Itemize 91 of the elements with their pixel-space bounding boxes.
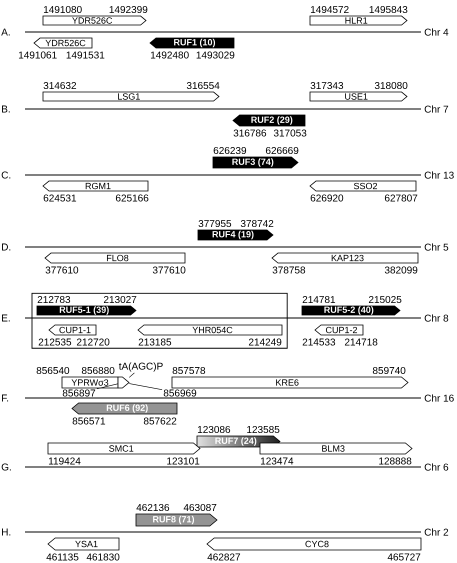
gene-label: tA(AGC)P xyxy=(118,362,163,372)
coordinate-label: 214718 xyxy=(344,338,378,346)
track-letter: C. xyxy=(2,171,10,179)
coordinate-label: 317053 xyxy=(274,129,306,137)
coordinate-label: 462827 xyxy=(207,553,240,561)
leader-line xyxy=(128,372,135,378)
coordinate-label: 378742 xyxy=(240,220,274,228)
coordinate-label: 212535 xyxy=(38,338,72,346)
chromosome-label: Chr 2 xyxy=(424,528,448,536)
coordinate-label: 1493029 xyxy=(196,51,234,59)
gene-feature: RUF5-1 (39) xyxy=(36,306,137,316)
coordinate-label: 626669 xyxy=(266,146,298,154)
coordinate-label: 215025 xyxy=(368,296,402,304)
coordinate-label: 377955 xyxy=(198,220,232,228)
coordinate-label: 856540 xyxy=(36,366,70,374)
coordinate-label: 377610 xyxy=(152,266,186,274)
coordinate-label: 1492399 xyxy=(110,6,148,14)
coordinate-label: 214249 xyxy=(248,338,282,346)
chromosome-label: Chr 8 xyxy=(424,314,448,322)
gene-feature: LSG1 xyxy=(42,92,220,102)
coordinate-label: 119424 xyxy=(48,457,81,465)
coordinate-label: 212783 xyxy=(38,296,70,304)
coordinate-label: 1495843 xyxy=(370,6,408,14)
coordinate-label: 316554 xyxy=(186,82,220,90)
coordinate-label: 212720 xyxy=(76,338,110,346)
leader-line xyxy=(96,384,118,390)
highlight-box xyxy=(32,292,288,349)
coordinate-label: 1491080 xyxy=(44,6,82,14)
coordinate-label: 1491061 xyxy=(18,51,57,59)
coordinate-label: 382099 xyxy=(384,266,418,274)
chromosome-label: Chr 4 xyxy=(424,28,448,36)
gene-feature: HLR1 xyxy=(310,16,408,26)
chromosome-label: Chr 5 xyxy=(424,243,448,251)
coordinate-label: 318080 xyxy=(374,82,408,90)
leader-line xyxy=(128,383,162,390)
track-letter: H. xyxy=(2,528,10,536)
coordinate-label: 856880 xyxy=(82,366,114,374)
coordinate-label: 213185 xyxy=(138,338,172,346)
coordinate-label: 856571 xyxy=(72,417,106,425)
coordinate-label: 128888 xyxy=(379,457,412,465)
gene-feature: KRE6 xyxy=(172,376,409,388)
coordinate-label: 214781 xyxy=(302,296,336,304)
gene-feature: RUF8 (71) xyxy=(136,514,218,526)
coordinate-label: 857622 xyxy=(144,417,176,425)
coordinate-label: 859740 xyxy=(372,366,406,374)
track-letter: F. xyxy=(2,394,8,402)
coordinate-label: 463087 xyxy=(184,504,216,512)
coordinate-label: 1494572 xyxy=(310,6,349,14)
trna-feature xyxy=(118,376,130,388)
chromosome-label: Chr 13 xyxy=(424,171,454,179)
coordinate-label: 624531 xyxy=(44,194,76,202)
coordinate-label: 461135 xyxy=(46,553,78,561)
gene-feature: RUF4 (19) xyxy=(198,230,274,240)
gene-feature: RUF3 (74) xyxy=(212,156,299,168)
coordinate-label: 317343 xyxy=(310,82,344,90)
coordinate-label: 316786 xyxy=(234,129,266,137)
coordinate-label: 462136 xyxy=(136,504,170,512)
coordinate-label: 378758 xyxy=(272,266,306,274)
coordinate-label: 123086 xyxy=(198,426,230,434)
coordinate-label: 123474 xyxy=(260,457,294,465)
gene-feature: BLM3 xyxy=(260,442,413,454)
coordinate-label: 461830 xyxy=(86,553,120,561)
gene-feature: YDR526C xyxy=(42,16,147,26)
coordinate-label: 856969 xyxy=(164,389,196,397)
coordinate-label: 627807 xyxy=(384,194,418,202)
track-letter: D. xyxy=(2,244,10,250)
track-letter: E. xyxy=(2,314,10,322)
coordinate-label: 123101 xyxy=(167,457,200,465)
gene-feature: RUF7 (24) xyxy=(196,436,281,448)
coordinate-label: 626920 xyxy=(310,194,344,202)
coordinate-label: 465727 xyxy=(388,553,420,561)
gene-feature: USE1 xyxy=(310,92,408,102)
coordinate-label: 214533 xyxy=(302,338,336,346)
coordinate-label: 856897 xyxy=(62,389,96,397)
coordinate-label: 857578 xyxy=(172,366,206,374)
chromosome-label: Chr 6 xyxy=(424,463,448,471)
coordinate-label: 377610 xyxy=(46,266,78,274)
coordinate-label: 314632 xyxy=(44,82,76,90)
chromosome-label: Chr 16 xyxy=(424,394,454,402)
gene-feature: SMC1 xyxy=(48,442,201,454)
coordinate-label: 1491531 xyxy=(66,51,104,59)
coordinate-label: 213027 xyxy=(104,296,136,304)
track-letter: G. xyxy=(2,463,11,471)
coordinate-label: 625166 xyxy=(116,194,148,202)
chromosome-label: Chr 7 xyxy=(424,105,448,113)
gene-feature: RUF5-2 (40) xyxy=(302,306,401,316)
track-letter: A. xyxy=(1,28,10,36)
coordinate-label: 123585 xyxy=(247,426,280,434)
coordinate-label: 626239 xyxy=(214,146,246,154)
track-letter: B. xyxy=(2,106,10,112)
coordinate-label: 1492480 xyxy=(150,51,189,59)
